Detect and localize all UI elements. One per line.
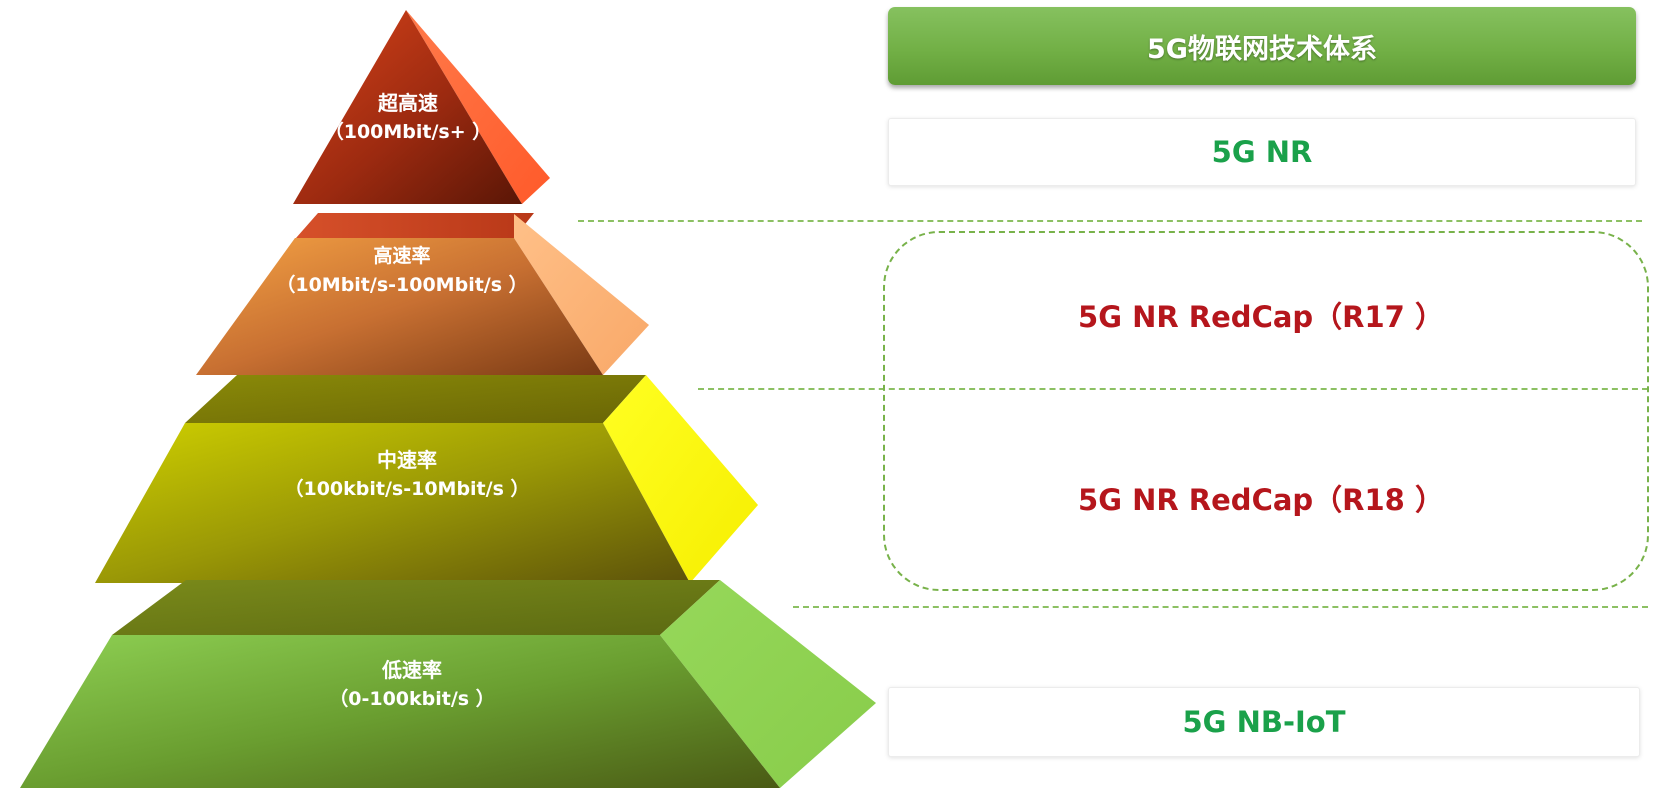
tier-low: 低速率 （0-100kbit/s ） <box>20 580 876 788</box>
tech-redcap-r17-label: 5G NR RedCap（R17 ） <box>1078 300 1444 334</box>
tier-ultra-high-front <box>293 10 522 204</box>
tier-low-name: 低速率 <box>381 658 442 682</box>
tech-redcap-r18-box: 5G NR RedCap（R18 ） <box>888 465 1634 531</box>
tech-redcap-r18-label: 5G NR RedCap（R18 ） <box>1078 483 1444 517</box>
tech-5g-nr-label: 5G NR <box>1211 135 1313 169</box>
divider-line-bottom <box>793 606 1648 608</box>
tier-high-range: （10Mbit/s-100Mbit/s ） <box>276 273 527 296</box>
header-title-bar: 5G物联网技术体系 <box>888 7 1636 85</box>
tier-high: 高速率 （10Mbit/s-100Mbit/s ） <box>196 213 649 375</box>
tier-low-side <box>660 580 876 788</box>
tech-5g-nr-box: 5G NR <box>888 118 1636 186</box>
divider-line-top <box>578 220 1642 222</box>
tier-low-front <box>20 635 780 788</box>
tier-ultra-high-name: 超高速 <box>377 91 438 115</box>
tier-low-range: （0-100kbit/s ） <box>329 687 494 710</box>
tier-high-side <box>514 214 649 375</box>
tier-high-name: 高速率 <box>373 244 430 267</box>
tier-ultra-high: 超高速 （100Mbit/s+ ） <box>293 10 550 204</box>
tier-low-top-face <box>112 580 720 635</box>
header-title: 5G物联网技术体系 <box>1147 33 1377 65</box>
tier-medium-range: （100kbit/s-10Mbit/s ） <box>284 477 529 500</box>
tech-nbiot-label: 5G NB-IoT <box>1182 705 1346 739</box>
tier-medium-front <box>95 423 690 583</box>
tier-medium-top-face <box>185 375 646 423</box>
tech-redcap-r17-box: 5G NR RedCap（R17 ） <box>888 282 1634 348</box>
tech-nbiot-box: 5G NB-IoT <box>888 687 1640 757</box>
tier-ultra-high-side <box>406 10 550 204</box>
divider-line-middle <box>698 388 1648 390</box>
tier-medium-side <box>603 375 758 583</box>
tier-medium-name: 中速率 <box>377 448 437 472</box>
tier-high-front <box>196 238 603 375</box>
redcap-group-frame <box>883 231 1649 591</box>
tier-ultra-high-range: （100Mbit/s+ ） <box>325 120 492 143</box>
tier-medium: 中速率 （100kbit/s-10Mbit/s ） <box>95 375 758 583</box>
tier-high-top-face <box>296 213 534 238</box>
